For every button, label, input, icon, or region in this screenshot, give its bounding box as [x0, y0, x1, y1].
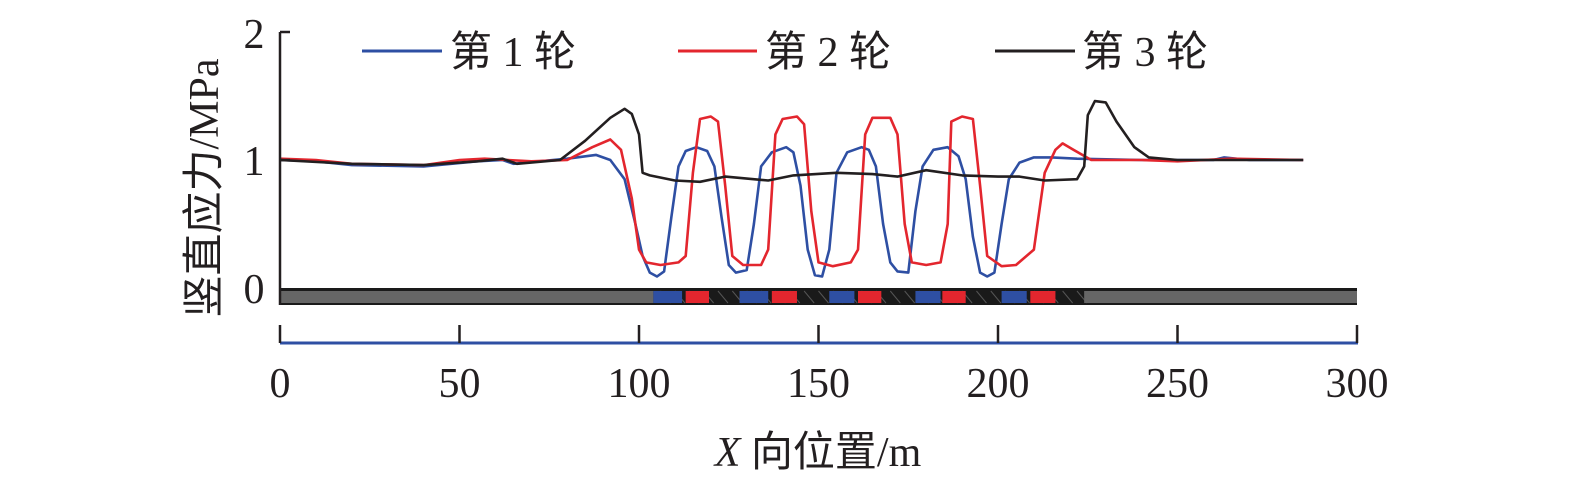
- series-line-3: [279, 99, 1304, 184]
- strip-block-7: [915, 291, 941, 303]
- series-line-2: [279, 115, 1304, 268]
- x-tick-label-150: 150: [787, 361, 850, 407]
- x-tick-label-100: 100: [608, 361, 671, 407]
- strip-block-5: [829, 291, 855, 303]
- series-lines: [279, 99, 1304, 278]
- strip-block-10: [1030, 291, 1056, 303]
- x-tick-label-300: 300: [1326, 361, 1389, 407]
- strip-hatch: [889, 290, 901, 304]
- strip-hatch: [803, 290, 815, 304]
- x-tick-label-250: 250: [1146, 361, 1209, 407]
- strip-block-11: [1084, 291, 1357, 303]
- strip-block-8: [942, 291, 966, 303]
- strip-block-4: [771, 291, 797, 303]
- x-ticks: 0 50 100 150 200 250 300: [270, 325, 1389, 407]
- strip-hatch: [904, 290, 916, 304]
- strip-hatch: [818, 290, 829, 304]
- legend-label-3: 第 3 轮: [1082, 30, 1208, 76]
- legend: 第 1 轮 第 2 轮 第 3 轮: [362, 30, 1208, 76]
- strip-block-0: [280, 291, 654, 303]
- strip-block-9: [1001, 291, 1027, 303]
- series-line-1: [279, 145, 1304, 278]
- strip-hatch: [990, 290, 1002, 304]
- strip-hatch: [717, 290, 729, 304]
- strip-hatch: [1062, 290, 1074, 304]
- strip-block-2: [685, 291, 710, 303]
- strip-block-3: [739, 291, 769, 303]
- x-tick-label-200: 200: [967, 361, 1030, 407]
- tunnel-strip: [280, 288, 1357, 305]
- x-axis-title: X 向位置/m: [713, 429, 922, 476]
- x-tick-label-0: 0: [270, 361, 291, 407]
- strip-block-1: [653, 291, 683, 303]
- legend-label-2: 第 2 轮: [765, 30, 891, 76]
- x-tick-label-50: 50: [439, 361, 481, 407]
- strip-block-6: [857, 291, 882, 303]
- x-axis-title-var: X: [713, 430, 743, 476]
- legend-label-1: 第 1 轮: [450, 30, 576, 76]
- y-tick-label-1: 1: [244, 139, 265, 185]
- y-axis-title: 竖直应力/MPa: [181, 58, 228, 317]
- strip-hatch: [976, 290, 987, 304]
- y-tick-label-2: 2: [244, 12, 265, 58]
- y-tick-label-0: 0: [244, 267, 265, 313]
- x-axis-title-rest: 向位置/m: [740, 429, 921, 476]
